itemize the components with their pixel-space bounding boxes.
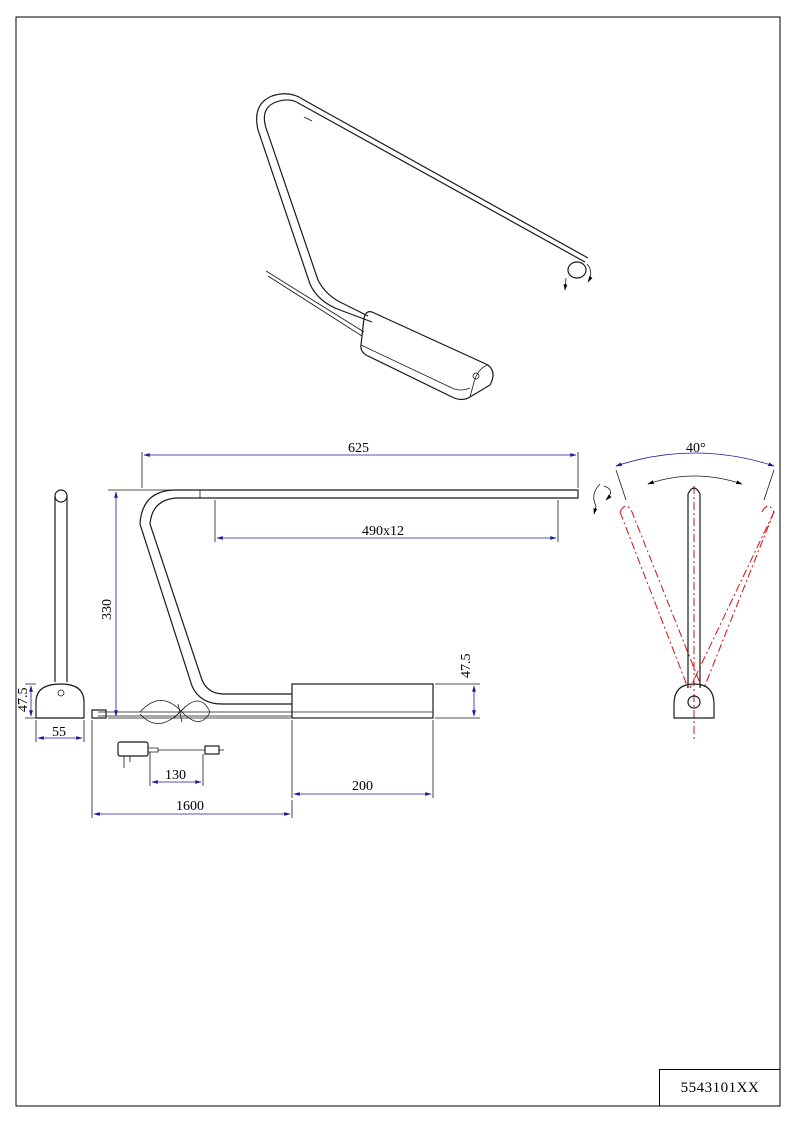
dim-base-height-right: 47.5 [459,654,474,679]
dim-height: 330 [100,599,115,620]
dim-adapter-length: 130 [165,768,186,783]
dim-arm-length: 625 [348,441,369,456]
front-view: 625 490x12 330 47.5 200 130 1600 [91,441,612,818]
dim-base-height-left: 47.5 [16,688,31,713]
side-view: 47.5 55 [16,489,85,742]
dim-base-width: 55 [52,725,66,740]
dim-cable-length: 1600 [176,799,204,814]
swing-view: 40° [615,441,775,742]
dim-led-strip: 490x12 [362,524,404,539]
title-block-code: 5543101XX [659,1069,780,1106]
perspective-view [256,93,593,401]
dim-base-length: 200 [352,779,373,794]
sheet-border [15,16,781,1107]
dim-rotation-angle: 40° [686,441,706,456]
